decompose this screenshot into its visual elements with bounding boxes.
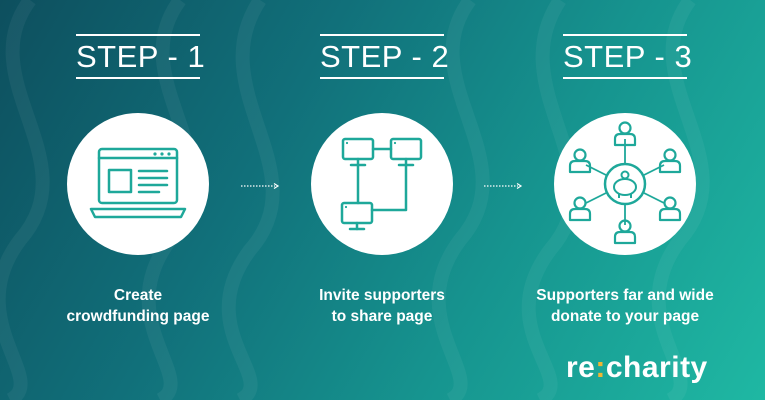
step-3-caption-line-1: Supporters far and wide [536, 287, 714, 304]
step-3-circle [554, 113, 696, 255]
arrow-2-icon [484, 183, 523, 189]
step-2-circle [311, 113, 453, 255]
step-1-top-rule [76, 34, 200, 36]
step-2-header: STEP - 2 [320, 34, 450, 79]
step-2-bottom-rule [320, 77, 444, 79]
step-3-bottom-rule [563, 77, 687, 79]
step-3-top-rule [563, 34, 687, 36]
step-3-caption-line-2: donate to your page [550, 308, 700, 325]
step-3-caption: Supporters far and wide donate to your p… [515, 285, 735, 327]
step-2-caption: Invite supporters to share page [272, 285, 492, 327]
step-1-circle [67, 113, 209, 255]
logo-part-2: charity [605, 351, 708, 384]
step-1-header: STEP - 1 [76, 34, 206, 79]
step-2-title: STEP - 2 [320, 39, 450, 74]
recharity-logo: re:charity [566, 351, 708, 385]
step-3-header: STEP - 3 [563, 34, 693, 79]
network-icon [340, 137, 423, 231]
step-3-title: STEP - 3 [563, 39, 693, 74]
step-1-title: STEP - 1 [76, 39, 206, 74]
logo-part-1: re [566, 351, 596, 384]
laptop-icon [89, 147, 187, 219]
step-1-caption-line-1: Create [113, 287, 163, 304]
step-2-caption-line-1: Invite supporters [319, 287, 445, 304]
piggy-bank-people-icon [568, 121, 682, 245]
step-2-caption-line-2: to share page [331, 308, 433, 325]
logo-separator: : [595, 351, 606, 384]
step-1-caption-line-2: crowdfunding page [66, 308, 210, 325]
arrow-1-icon [241, 183, 280, 189]
step-2-top-rule [320, 34, 444, 36]
step-1-caption: Create crowdfunding page [28, 285, 248, 327]
step-1-bottom-rule [76, 77, 200, 79]
